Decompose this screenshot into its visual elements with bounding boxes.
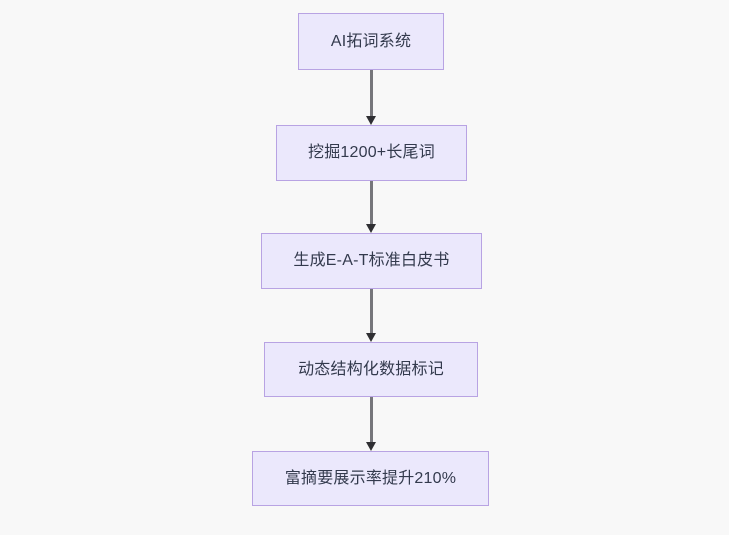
flow-node-label: 生成E-A-T标准白皮书 [293, 252, 450, 270]
flow-node-4[interactable]: 动态结构化数据标记 [264, 342, 478, 397]
arrowhead-icon [365, 224, 376, 233]
flow-node-label: AI拓词系统 [330, 32, 412, 50]
connector-line [369, 289, 373, 333]
flow-node-label: 挖掘1200+长尾词 [308, 144, 435, 162]
arrowhead-icon [365, 116, 376, 125]
flow-node-3[interactable]: 生成E-A-T标准白皮书 [261, 233, 482, 289]
arrowhead-icon [365, 442, 376, 451]
connector-line [369, 181, 373, 224]
flow-node-1[interactable]: AI拓词系统 [298, 13, 444, 70]
connector-line [369, 70, 373, 116]
arrowhead-icon [365, 333, 376, 342]
flow-node-label: 动态结构化数据标记 [298, 360, 444, 378]
flow-node-5[interactable]: 富摘要展示率提升210% [252, 451, 489, 506]
connector-line [369, 397, 373, 442]
flow-node-2[interactable]: 挖掘1200+长尾词 [276, 125, 467, 181]
flow-node-label: 富摘要展示率提升210% [284, 469, 457, 487]
